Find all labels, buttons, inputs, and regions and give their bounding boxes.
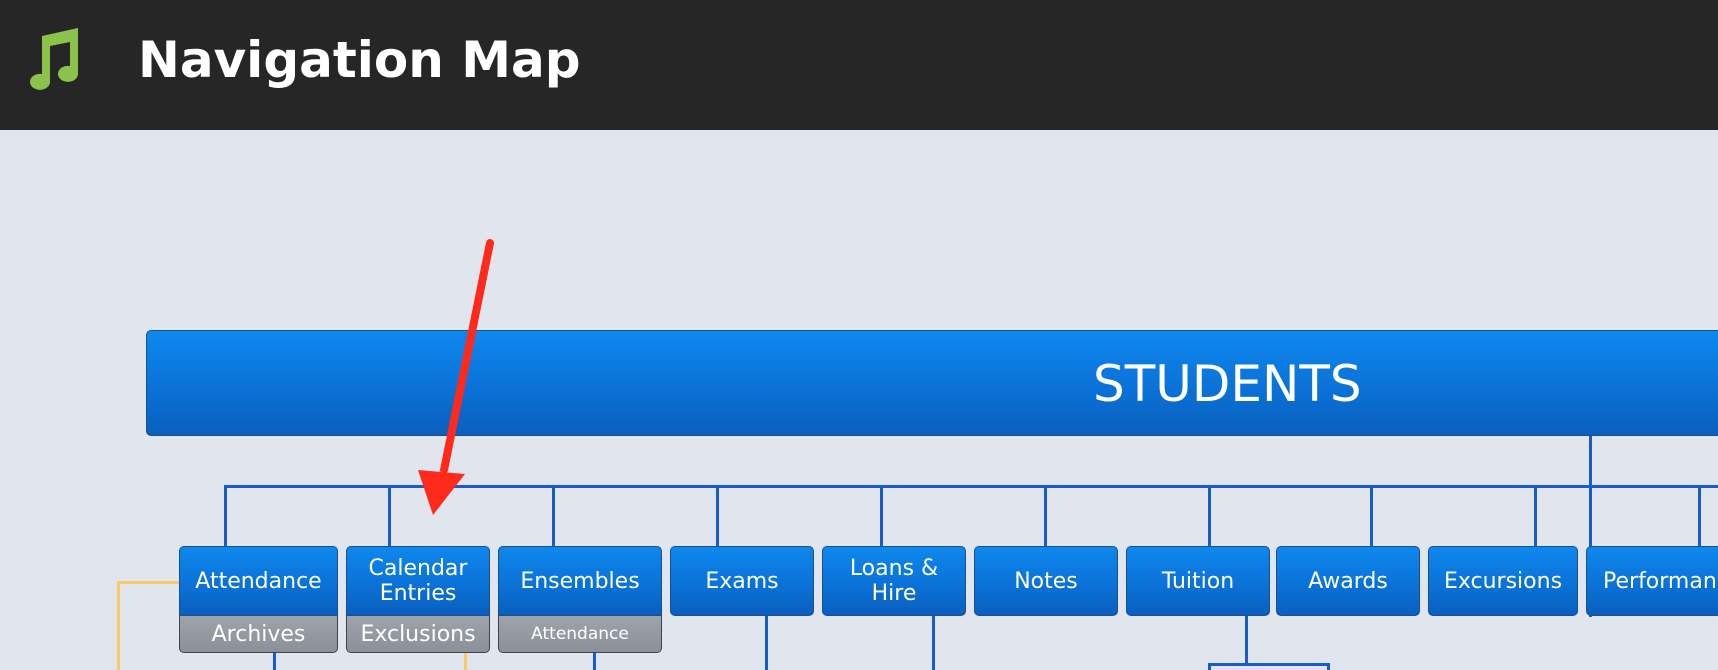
node-notes-label: Notes bbox=[1014, 568, 1078, 594]
top-bar: Navigation Map bbox=[0, 0, 1718, 130]
node-excursions-label: Excursions bbox=[1443, 568, 1563, 594]
connector-excursions bbox=[1534, 485, 1537, 546]
sub-node-exclusions[interactable]: Exclusions bbox=[346, 616, 490, 653]
node-loans-hire[interactable]: Loans & Hire bbox=[822, 546, 966, 616]
connector-ensembles bbox=[552, 485, 555, 546]
connector-notes bbox=[1044, 485, 1047, 546]
connector-tuition bbox=[1208, 485, 1211, 546]
node-tuition[interactable]: Tuition bbox=[1126, 546, 1270, 616]
connector-tuition-branch-left bbox=[1208, 663, 1211, 670]
page-title: Navigation Map bbox=[138, 31, 581, 89]
students-node[interactable]: STUDENTS bbox=[146, 330, 1718, 436]
connector-exams bbox=[716, 485, 719, 546]
sub-node-archives[interactable]: Archives bbox=[179, 616, 338, 653]
node-exams-label: Exams bbox=[705, 568, 779, 594]
connector-performances bbox=[1698, 485, 1701, 546]
yellow-connector-left bbox=[117, 581, 120, 670]
connector-exams-down bbox=[765, 616, 768, 670]
node-calendar-entries[interactable]: Calendar Entries bbox=[346, 546, 490, 616]
connector-tuition-branch-right bbox=[1327, 663, 1330, 670]
connector-ensembles-attendance-down bbox=[593, 653, 596, 670]
root-connector bbox=[1589, 436, 1592, 617]
node-calendar-entries-label: Calendar Entries bbox=[368, 556, 468, 606]
connector-attendance bbox=[224, 485, 227, 546]
connector-tuition-branch bbox=[1208, 663, 1330, 666]
node-awards[interactable]: Awards bbox=[1276, 546, 1420, 616]
node-attendance-label: Attendance bbox=[195, 568, 322, 594]
node-loans-hire-label: Loans & Hire bbox=[849, 556, 939, 606]
node-performances-label: Performan bbox=[1603, 568, 1717, 594]
navigation-map-canvas: STUDENTS Attendance Archives Calendar En… bbox=[0, 130, 1718, 670]
connector-awards bbox=[1370, 485, 1373, 546]
music-note-icon bbox=[30, 28, 78, 90]
students-node-label: STUDENTS bbox=[1093, 355, 1362, 413]
node-tuition-label: Tuition bbox=[1161, 568, 1235, 594]
yellow-connector-horizontal bbox=[117, 581, 179, 584]
node-performances[interactable]: Performan bbox=[1586, 546, 1718, 616]
node-ensembles[interactable]: Ensembles bbox=[498, 546, 662, 616]
node-attendance[interactable]: Attendance bbox=[179, 546, 338, 616]
node-notes[interactable]: Notes bbox=[974, 546, 1118, 616]
connector-tuition-down bbox=[1245, 616, 1248, 666]
sub-node-archives-label: Archives bbox=[211, 621, 306, 647]
node-ensembles-label: Ensembles bbox=[520, 568, 640, 594]
yellow-connector-right bbox=[464, 653, 467, 670]
connector-archives-down bbox=[273, 653, 276, 670]
horizontal-bus-connector bbox=[224, 485, 1718, 488]
node-excursions[interactable]: Excursions bbox=[1428, 546, 1578, 616]
connector-loans-hire-down bbox=[932, 616, 935, 670]
sub-node-ensemble-attendance-label: Attendance bbox=[531, 624, 629, 644]
sub-node-exclusions-label: Exclusions bbox=[360, 621, 476, 647]
connector-loans-hire bbox=[880, 485, 883, 546]
node-exams[interactable]: Exams bbox=[670, 546, 814, 616]
sub-node-ensemble-attendance[interactable]: Attendance bbox=[498, 616, 662, 653]
connector-calendar-entries bbox=[388, 485, 391, 546]
node-awards-label: Awards bbox=[1308, 568, 1388, 594]
